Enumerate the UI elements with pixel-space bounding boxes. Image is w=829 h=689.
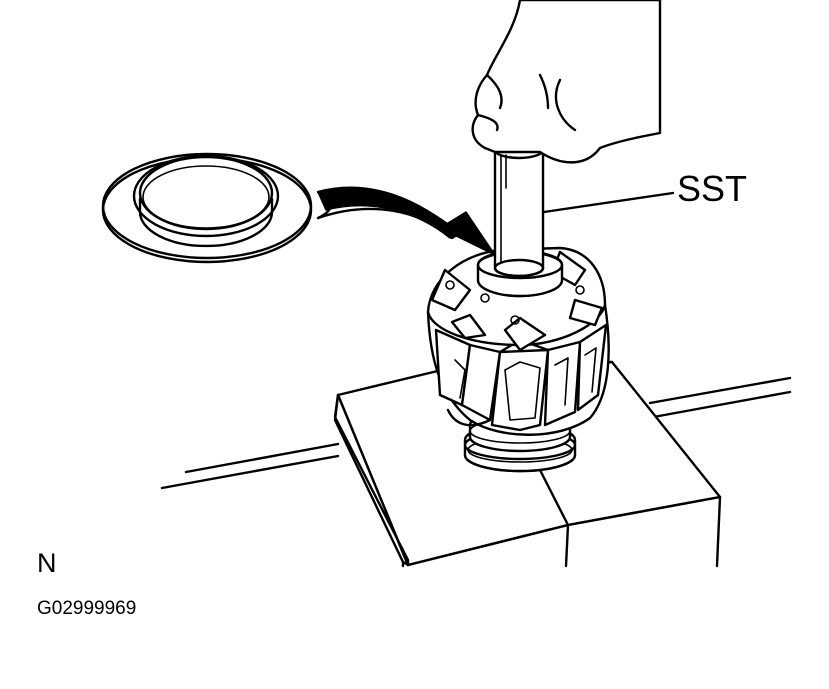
sst-label: SST	[677, 168, 747, 209]
claw-poles	[434, 323, 608, 432]
press-hand	[471, 0, 662, 164]
install-direction-arrow	[316, 186, 496, 256]
workbench-lines	[160, 376, 792, 490]
figure-code-label: G02999969	[37, 598, 136, 619]
rotor	[426, 246, 610, 473]
sst-leader-line	[542, 191, 675, 214]
bearing-cover-washer	[101, 152, 313, 264]
sst-tool	[493, 140, 545, 278]
view-letter-label: N	[37, 548, 57, 578]
